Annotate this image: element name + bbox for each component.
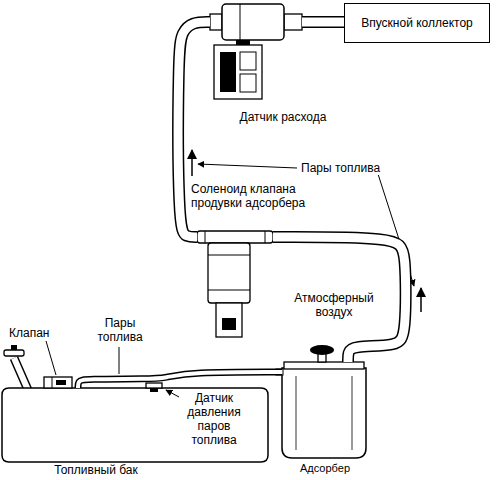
hose-inner — [273, 237, 406, 362]
fuel-tank — [11, 345, 17, 350]
hose-inner — [78, 372, 282, 388]
leader-line — [46, 164, 414, 397]
tank-valve — [52, 377, 53, 388]
flow-sensor — [220, 52, 236, 92]
flow-sensor — [210, 14, 222, 30]
fuel-tank — [2, 388, 268, 462]
flow-sensor — [284, 14, 302, 30]
sensor-label: Датчик давления паров топлива — [182, 391, 246, 447]
vapor-label: Пары топлива — [300, 161, 392, 175]
flow-sensor — [240, 4, 241, 40]
hose-connector — [302, 22, 344, 23]
fuel-tank — [2, 345, 268, 462]
canister — [282, 368, 366, 458]
vapor-label: Пары топлива — [92, 316, 148, 344]
fuel-tank — [4, 350, 24, 356]
purge-solenoid — [216, 303, 242, 337]
flow-arrow — [192, 150, 421, 312]
pressure-sensor — [146, 383, 162, 392]
canister — [310, 345, 334, 355]
leader-line — [119, 347, 120, 374]
leader-line — [166, 390, 179, 397]
flow-arrow — [191, 150, 193, 176]
part-name: Впускной коллектор — [360, 16, 474, 30]
flow-arrow — [420, 288, 422, 312]
purge-solenoid — [197, 231, 273, 337]
hose-connector — [273, 237, 406, 362]
flow-sensor: Датчик расхода — [210, 4, 302, 100]
tank-valve — [44, 377, 72, 388]
valve-label: Клапан — [8, 326, 70, 340]
manifold-box: Впускной коллектор — [344, 3, 490, 43]
part-name: Топливный бак — [35, 463, 157, 477]
fuel-tank — [14, 358, 28, 390]
hose-connector — [78, 372, 282, 388]
fuel-tank — [14, 358, 28, 390]
hose-outline — [302, 16, 344, 28]
canister — [352, 376, 353, 450]
pressure-sensor — [146, 383, 162, 388]
canister — [284, 362, 364, 369]
hose-inner — [302, 18, 344, 27]
part-name: Адсорбер — [282, 461, 368, 475]
leader-line — [46, 341, 56, 375]
pressure-sensor — [150, 388, 158, 392]
flow-sensor — [210, 4, 302, 99]
air-label: Атмосферный воздух — [290, 291, 378, 319]
purge-solenoid — [265, 231, 266, 243]
part-name: Датчик расхода — [230, 110, 336, 124]
purge-solenoid — [208, 290, 250, 291]
purge-solenoid — [208, 243, 250, 303]
flow-sensor — [240, 52, 256, 70]
flow-sensor — [222, 4, 284, 40]
purge-solenoid — [205, 231, 206, 243]
hose-outline — [273, 237, 406, 362]
flow-sensor — [214, 45, 262, 99]
purge-solenoid — [197, 231, 273, 243]
purge-solenoid: Соленоид клапана продувки адсорбера — [197, 228, 273, 340]
hose-outline — [78, 372, 282, 388]
leader-line — [198, 164, 297, 168]
flow-sensor — [240, 74, 256, 92]
tank-valve — [44, 377, 72, 388]
part-name: Соленоид клапана продувки адсорбера — [190, 182, 324, 210]
flow-sensor — [236, 40, 250, 45]
canister: Адсорбер — [282, 362, 366, 458]
canister — [296, 376, 297, 450]
purge-solenoid — [222, 318, 236, 330]
tank-valve — [56, 380, 66, 385]
purge-solenoid — [208, 255, 250, 256]
